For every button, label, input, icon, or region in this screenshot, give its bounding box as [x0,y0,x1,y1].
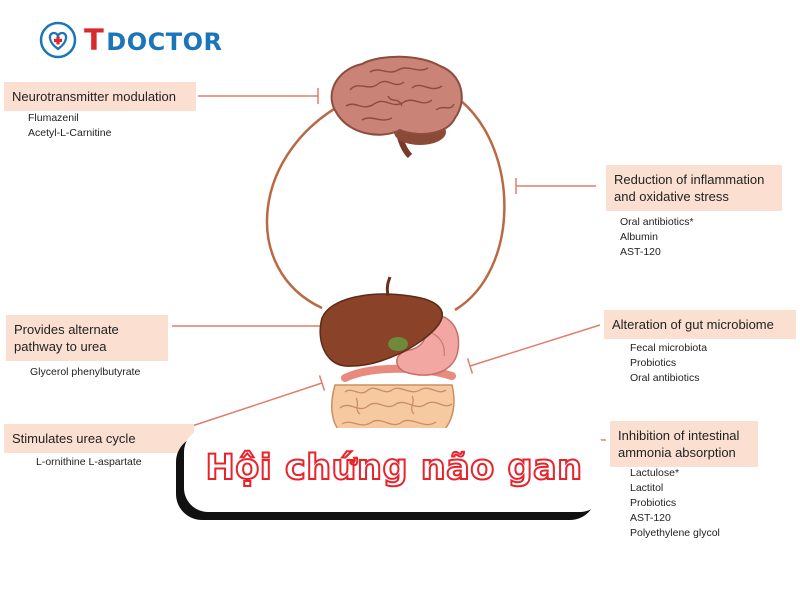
list-item: Polyethylene glycol [630,527,720,539]
list-item: Fecal microbiota [630,342,708,354]
banner-title: Hội chứng não gan [204,447,583,489]
list-item: L-ornithine L-aspartate [36,456,142,468]
cycle-arc-left [265,98,351,310]
brand-letter: T [84,23,105,57]
list-item: AST-120 [620,246,661,258]
brain-illustration [330,55,463,159]
liver-stomach-intestine-illustration [319,276,460,441]
list-item: Albumin [620,231,658,243]
label-ammonia-absorption: Inhibition of intestinal ammonia absorpt… [610,421,758,467]
label-inflammation: Reduction of inflammation and oxidative … [606,165,782,211]
label-gut-microbiome: Alteration of gut microbiome [604,310,796,339]
items-urea-cycle: L-ornithine L-aspartate [36,455,142,470]
label-urea-cycle: Stimulates urea cycle [4,424,194,453]
list-item: Lactulose* [630,467,680,479]
brand-logo: TDOCTOR [38,20,223,60]
connector-gut-microbiome [466,324,601,374]
brand-word: DOCTOR [106,28,223,56]
list-item: Probiotics [630,497,677,509]
connector-urea-cycle [191,375,326,427]
banner-box [184,428,604,512]
label-alternate-pathway: Provides alternate pathway to urea [6,315,168,361]
title-banner: Hội chứng não gan [176,428,604,520]
connector-alternate-pathway [172,318,323,334]
items-ammonia-absorption: Lactulose* Lactitol Probiotics AST-120 P… [630,466,720,541]
list-item: Acetyl-L-Carnitine [28,127,112,139]
list-item: Lactitol [630,482,664,494]
items-alternate-pathway: Glycerol phenylbutyrate [30,365,140,380]
stethoscope-heart-icon [39,21,77,59]
list-item: Oral antibiotics* [620,216,694,228]
list-item: Flumazenil [28,112,79,124]
list-item: Probiotics [630,357,677,369]
list-item: Glycerol phenylbutyrate [30,366,141,378]
connector-neurotransmitter [198,88,319,104]
items-neurotransmitter: Flumazenil Acetyl-L-Carnitine [28,111,111,141]
label-neurotransmitter: Neurotransmitter modulation [4,82,196,111]
cycle-arc-right [454,99,506,312]
items-inflammation: Oral antibiotics* Albumin AST-120 [620,215,694,260]
items-gut-microbiome: Fecal microbiota Probiotics Oral antibio… [630,341,707,386]
connector-inflammation [515,178,596,194]
brand-name: TDOCTOR [84,23,223,57]
list-item: AST-120 [630,512,671,524]
list-item: Oral antibiotics [630,372,700,384]
